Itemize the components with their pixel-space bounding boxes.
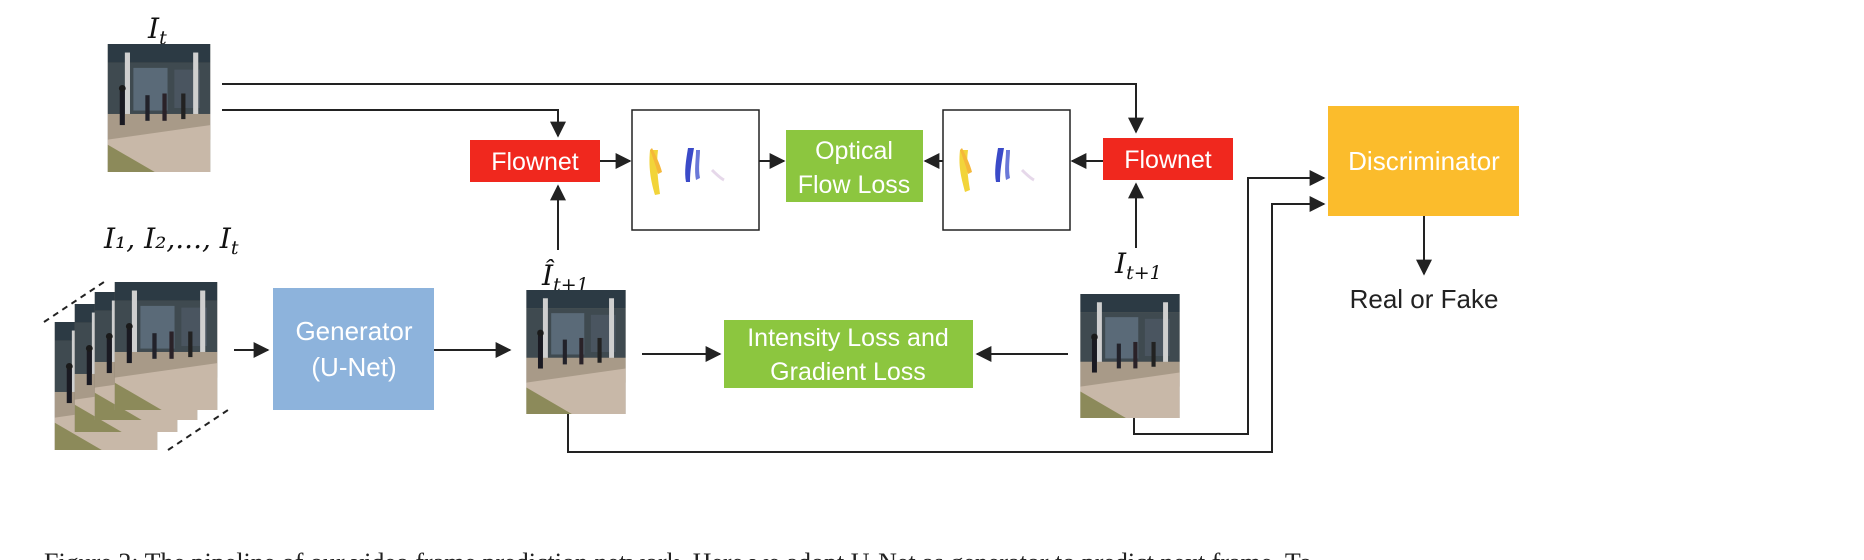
flownet-left-box: Flownet (470, 140, 600, 182)
svg-text:It+1: It+1 (1114, 247, 1162, 284)
connectors (222, 83, 1432, 453)
arrow-next-to-discriminator (1133, 170, 1326, 435)
discriminator-box: Discriminator (1328, 106, 1519, 216)
figure-caption: Figure 2: The pipeline of our video fram… (44, 548, 1338, 560)
output-label: Real or Fake (1350, 284, 1499, 314)
svg-text:(U-Net): (U-Net) (311, 352, 396, 382)
svg-text:Gradient Loss: Gradient Loss (770, 358, 926, 386)
flownet-right-box: Flownet (1103, 138, 1233, 180)
svg-text:It: It (147, 12, 167, 49)
svg-text:Generator: Generator (295, 316, 412, 346)
flow-map-predicted (631, 109, 760, 231)
arrow-predicted-to-discriminator (567, 196, 1326, 453)
frame-predicted-image (526, 290, 626, 414)
svg-text:Flownet: Flownet (491, 148, 579, 176)
frame-next-image (1080, 294, 1180, 418)
generator-box: Generator (U-Net) (273, 288, 434, 410)
frame-current-image (107, 44, 211, 172)
optical-flow-loss-box: Optical Flow Loss (786, 130, 923, 202)
frame-next-label: It+1 (1114, 247, 1162, 284)
svg-text:Optical: Optical (815, 137, 893, 165)
intensity-gradient-loss-box: Intensity Loss and Gradient Loss (724, 320, 973, 388)
arrow-frame-to-flownet-left (222, 109, 566, 138)
frame-sequence-label: I₁, I₂,..., It (103, 222, 239, 259)
frame-sequence-stack (43, 281, 229, 451)
frame-current-label: It (147, 12, 167, 49)
flow-map-ground-truth (942, 109, 1071, 231)
arrow-frame-to-flownet-right (222, 83, 1144, 134)
svg-text:Flownet: Flownet (1124, 146, 1212, 174)
svg-text:Discriminator: Discriminator (1348, 146, 1500, 176)
svg-text:Intensity Loss and: Intensity Loss and (747, 324, 949, 352)
svg-text:I₁, I₂,..., It: I₁, I₂,..., It (103, 222, 239, 259)
svg-text:Flow Loss: Flow Loss (798, 171, 911, 199)
